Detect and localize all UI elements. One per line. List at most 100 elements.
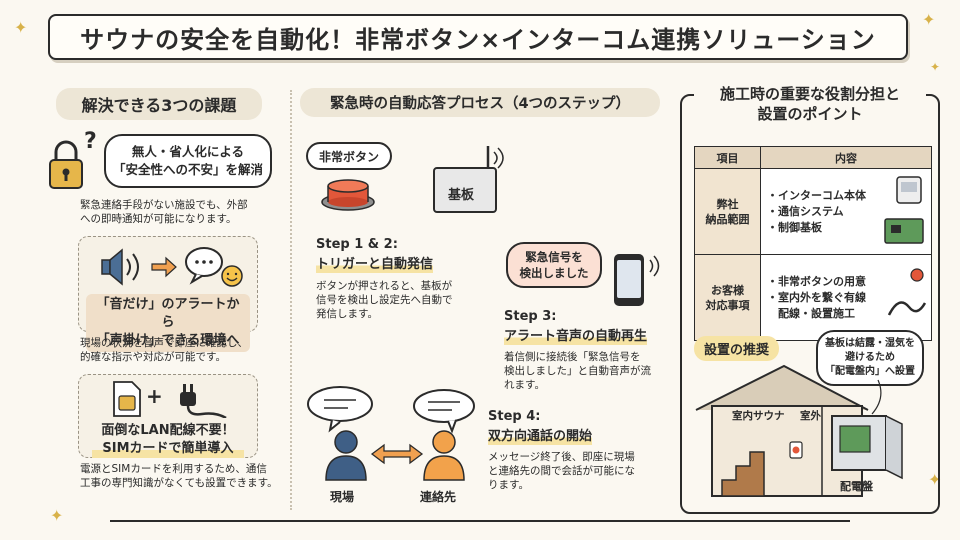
issue1-bubble-line1: 無人・省人化による — [131, 144, 245, 159]
roles-heading-line2: 設置のポイント — [757, 105, 863, 123]
phone-bubble-line1: 緊急信号を — [525, 250, 583, 264]
step3-desc-line1: 着信側に接続後「緊急信号を — [504, 351, 641, 363]
row1-item: ・制御基板 — [767, 220, 822, 234]
column-divider — [290, 90, 292, 510]
issue1-desc-line2: への即時通知が可能になります。 — [80, 213, 237, 225]
emergency-button-icon — [318, 172, 378, 212]
issue2-banner-line1: 「音だけ」のアラートから — [96, 297, 240, 330]
issue3-banner-line2: SIMカードで簡単導入 — [92, 440, 244, 458]
step3-desc-line2: 検出しました」と自動音声が流 — [504, 365, 651, 377]
section-heading-issues: 解決できる3つの課題 — [56, 88, 262, 120]
indoor-sauna-label: 室内サウナ — [732, 410, 785, 422]
step3-label: Step 3: — [504, 309, 557, 324]
issue3-illustration — [104, 380, 232, 420]
step12-title: トリガーと自動発信 — [316, 256, 434, 273]
person-left-label: 現場 — [330, 490, 355, 504]
call-illustration — [302, 384, 492, 484]
table-row-content: ・インターコム本体 ・通信システム ・制御基板 — [760, 168, 932, 255]
roles-heading-line1: 施工時の重要な役割分担と — [719, 85, 900, 103]
phone-bubble-line2: 検出しました — [519, 266, 589, 280]
speech-bubble-icon — [307, 386, 373, 433]
arrow-right-icon — [151, 256, 177, 278]
step3-desc-line3: れます。 — [504, 379, 545, 391]
lock-icon: ? — [44, 128, 104, 198]
issue2-desc-line1: 現場の状況を音声で即座に確認し、 — [80, 337, 248, 349]
step12-desc-line2: 信号を検出し設定先へ自動で — [316, 294, 453, 306]
person-icon — [325, 430, 367, 481]
issue3-description: 電源とSIMカードを利用するため、通信 工事の専門知識がなくても設置できます。 — [80, 462, 290, 490]
sparkle-icon: ✦ — [14, 18, 28, 37]
section-heading-roles: 施工時の重要な役割分担と 設置のポイント — [694, 84, 926, 124]
note-line3: 「配電盤内」へ設置 — [825, 366, 915, 377]
sparkle-icon: ✦ — [930, 60, 941, 74]
row2-item: ・非常ボタンの用意 — [767, 274, 866, 288]
row2-label-line2: 対応事項 — [705, 298, 750, 312]
smile-icon — [221, 265, 243, 287]
page-title: サウナの安全を自動化！非常ボタン×インターコム連携ソリューション — [80, 25, 876, 54]
issue2-banner: 「音だけ」のアラートから 「声掛け」できる環境へ — [86, 294, 250, 352]
house-illustration — [692, 360, 928, 500]
table-row-content: ・非常ボタンの用意 ・室内外を繋ぐ有線 配線・設置施工 — [760, 254, 932, 341]
step12-desc-line1: ボタンが押されると、基板が — [316, 280, 453, 292]
issue2-desc-line2: 的確な指示や対応が可能です。 — [80, 351, 226, 363]
note-line1: 基板は結露・湿気を — [825, 338, 915, 349]
row1-label-line1: 弊社 — [716, 197, 739, 211]
double-arrow-icon — [370, 443, 424, 465]
intercom-device-icon — [884, 176, 924, 244]
cable-icon — [887, 268, 927, 316]
smartphone-icon — [604, 246, 664, 310]
phone-alert-bubble: 緊急信号を 検出しました — [506, 242, 602, 288]
step12-label: Step 1 & 2: — [316, 237, 398, 252]
step4-label: Step 4: — [488, 409, 541, 424]
issue3-banner: 面倒なLAN配線不要！ SIMカードで簡単導入 — [86, 420, 250, 460]
note-line2: 避けるため — [845, 352, 895, 363]
step4-title: 双方向通話の開始 — [488, 428, 593, 445]
board-device-icon — [430, 140, 510, 216]
button-icon — [789, 441, 803, 459]
row1-label-line2: 納品範囲 — [705, 212, 750, 226]
speaker-icon — [101, 248, 139, 286]
roles-table: 項目 内容 弊社 納品範囲 ・インターコム本体 ・通信システム ・制御基板 — [694, 146, 932, 341]
row1-item: ・インターコム本体 — [767, 188, 866, 202]
table-header-row: 項目 内容 — [694, 146, 932, 169]
issue3-desc-line2: 工事の専門知識がなくても設置できます。 — [80, 477, 278, 489]
table-row: お客様 対応事項 ・非常ボタンの用意 ・室内外を繋ぐ有線 配線・設置施工 — [694, 254, 932, 341]
panel-label: 配電盤 — [840, 480, 873, 493]
emergency-button-label: 非常ボタン — [306, 142, 392, 170]
section-heading-process: 緊急時の自動応答プロセス（4つのステップ） — [300, 88, 660, 117]
row2-item: 配線・設置施工 — [767, 306, 855, 320]
row1-item: ・通信システム — [767, 204, 844, 218]
recommend-label: 設置の推奨 — [694, 336, 780, 361]
issue1-bubble-line2: 「安全性への不安」を解消 — [112, 162, 263, 177]
footer-line — [110, 520, 850, 522]
distribution-panel-icon — [831, 379, 903, 480]
issue2-banner-line2: 「声掛け」できる環境へ — [96, 333, 240, 348]
title-banner: サウナの安全を自動化！非常ボタン×インターコム連携ソリューション — [48, 14, 908, 60]
speech-bubble-icon — [413, 389, 475, 434]
sparkle-icon: ✦ — [922, 10, 936, 29]
step4-desc-line3: ります。 — [488, 479, 529, 491]
step3-block: Step 3: アラート音声の自動再生 着信側に接続後「緊急信号を 検出しました… — [504, 308, 664, 392]
outdoor-label: 室外 — [800, 410, 821, 422]
row2-item: ・室内外を繋ぐ有線 — [767, 290, 866, 304]
step12-desc-line3: 発信します。 — [316, 308, 378, 320]
row2-label-line1: お客様 — [711, 283, 744, 297]
step12-block: Step 1 & 2: トリガーと自動発信 ボタンが押されると、基板が 信号を検… — [316, 236, 492, 321]
person-right-label: 連絡先 — [420, 490, 457, 504]
issue1-desc-line1: 緊急連絡手段がない施設でも、外部 — [80, 199, 248, 211]
power-plug-icon — [180, 384, 227, 420]
svg-text:?: ? — [84, 129, 97, 154]
issue1-description: 緊急連絡手段がない施設でも、外部 への即時通知が可能になります。 — [80, 198, 280, 226]
table-row-label: 弊社 納品範囲 — [694, 168, 761, 255]
issue2-description: 現場の状況を音声で即座に確認し、 的確な指示や対応が可能です。 — [80, 336, 280, 364]
board-device-label: 基板 — [448, 188, 475, 203]
installation-note-bubble: 基板は結露・湿気を 避けるため 「配電盤内」へ設置 — [816, 330, 924, 386]
table-header-item: 項目 — [694, 146, 761, 169]
issue2-illustration — [96, 244, 244, 290]
roles-table-wrap: 項目 内容 弊社 納品範囲 ・インターコム本体 ・通信システム ・制御基板 — [694, 146, 932, 341]
step4-desc-line1: メッセージ終了後、即座に現場 — [488, 451, 635, 463]
step4-block: Step 4: 双方向通話の開始 メッセージ終了後、即座に現場 と連絡先の間で会… — [488, 408, 668, 492]
sim-card-icon — [113, 381, 141, 417]
sparkle-icon: ✦ — [50, 506, 64, 525]
table-header-content: 内容 — [760, 146, 932, 169]
